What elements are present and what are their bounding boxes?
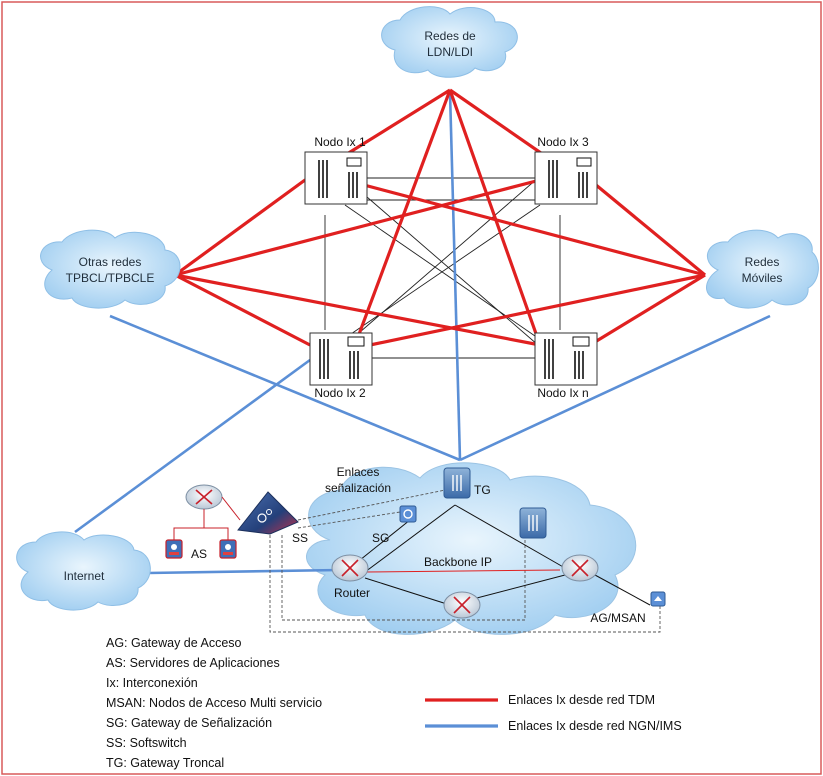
cloud-internet-label: Internet bbox=[64, 569, 105, 583]
cloud-moviles: Redes Móviles bbox=[706, 229, 819, 309]
signaling-label-line2: señalización bbox=[325, 481, 391, 495]
tg-gateway-2-icon bbox=[519, 507, 547, 539]
router-icon bbox=[443, 591, 481, 619]
router-icon bbox=[331, 554, 369, 582]
sg-gateway-icon bbox=[399, 505, 417, 523]
as-router-icon bbox=[185, 484, 223, 510]
backbone-cloud bbox=[306, 462, 637, 635]
cloud-moviles-line2: Móviles bbox=[742, 271, 783, 285]
cloud-ldn-line1: Redes de bbox=[424, 29, 476, 43]
sg-label: SG bbox=[372, 531, 389, 545]
ix-node-2 bbox=[309, 332, 373, 386]
legend-label-ngn: Enlaces Ix desde red NGN/IMS bbox=[508, 719, 682, 733]
ix-node-3 bbox=[534, 151, 598, 205]
cloud-otras-line2: TPBCL/TPBCLE bbox=[66, 271, 155, 285]
ag-msan-label: AG/MSAN bbox=[590, 611, 645, 625]
ix-node-n-label: Nodo Ix n bbox=[537, 386, 588, 400]
ag-msan-icon bbox=[650, 591, 666, 607]
key-item: TG: Gateway Troncal bbox=[106, 756, 224, 770]
router-label: Router bbox=[334, 586, 370, 600]
ix-mesh-links bbox=[324, 177, 561, 359]
as-label: AS bbox=[191, 547, 207, 561]
signaling-links bbox=[269, 489, 661, 633]
ix-node-3-label: Nodo Ix 3 bbox=[537, 135, 589, 149]
ngn-links bbox=[74, 91, 771, 575]
router-icon bbox=[561, 554, 599, 582]
key-item: AG: Gateway de Acceso bbox=[106, 636, 242, 650]
tg-label: TG bbox=[474, 483, 491, 497]
tg-gateway-icon bbox=[443, 467, 471, 499]
ix-node-1-label: Nodo Ix 1 bbox=[314, 135, 366, 149]
softswitch-icon bbox=[237, 491, 299, 535]
cloud-internet: Internet bbox=[16, 531, 151, 611]
ix-node-1 bbox=[304, 151, 368, 205]
cloud-otras-line1: Otras redes bbox=[79, 255, 142, 269]
key-item: AS: Servidores de Aplicaciones bbox=[106, 656, 280, 670]
key-item: SG: Gateway de Señalización bbox=[106, 716, 272, 730]
abbreviation-key: AG: Gateway de Acceso AS: Servidores de … bbox=[106, 636, 322, 770]
key-item: MSAN: Nodos de Acceso Multi servicio bbox=[106, 696, 322, 710]
signaling-label-line1: Enlaces bbox=[337, 465, 380, 479]
ss-label: SS bbox=[292, 531, 308, 545]
cloud-ldn-line2: LDN/LDI bbox=[427, 45, 473, 59]
as-links bbox=[173, 496, 241, 540]
tdm-links bbox=[174, 88, 707, 347]
app-server-icon bbox=[165, 539, 183, 559]
cloud-moviles-line1: Redes bbox=[745, 255, 780, 269]
cloud-ldn: Redes de LDN/LDI bbox=[381, 6, 518, 78]
app-server-icon bbox=[219, 539, 237, 559]
legend: Enlaces Ix desde red TDM Enlaces Ix desd… bbox=[425, 693, 682, 733]
ix-node-n bbox=[534, 332, 598, 386]
ix-node-2-label: Nodo Ix 2 bbox=[314, 386, 366, 400]
backbone-label: Backbone IP bbox=[424, 555, 492, 569]
key-item: SS: Softswitch bbox=[106, 736, 187, 750]
legend-label-tdm: Enlaces Ix desde red TDM bbox=[508, 693, 655, 707]
key-item: Ix: Interconexión bbox=[106, 676, 198, 690]
cloud-otras: Otras redes TPBCL/TPBCLE bbox=[40, 229, 181, 309]
